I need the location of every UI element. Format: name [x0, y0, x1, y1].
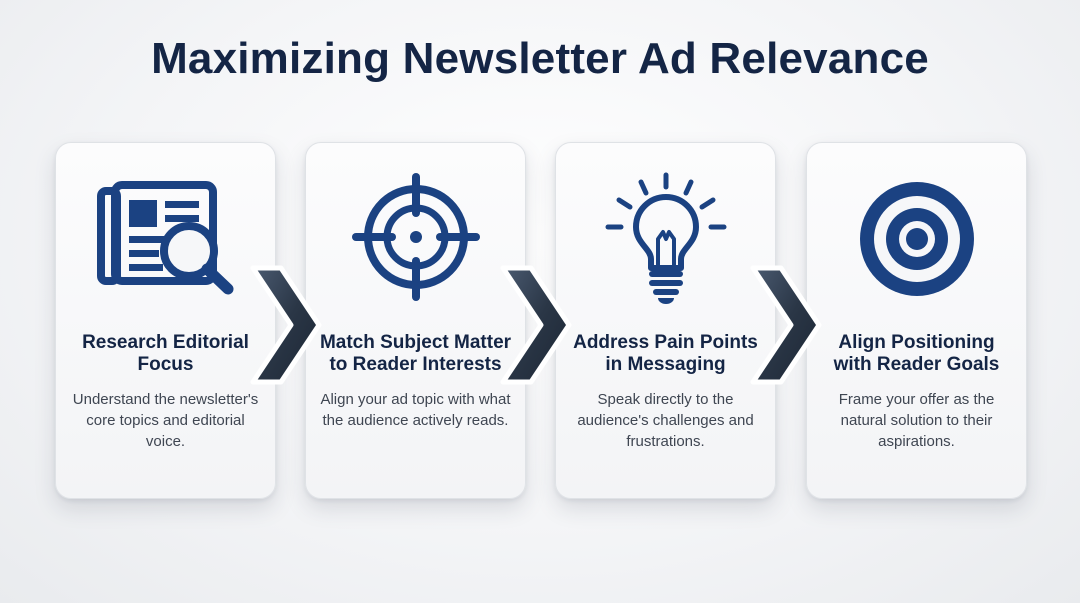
step-description: Speak directly to the audience's challen…	[577, 391, 754, 450]
step-description: Align your ad topic with what the audien…	[320, 391, 511, 429]
step-card-research: Research Editorial Focus Understand the …	[55, 142, 276, 499]
step-title: Match Subject Matter to Reader Interests	[319, 332, 512, 375]
step-description: Frame your offer as the natural solution…	[838, 391, 995, 450]
step-title: Research Editorial Focus	[82, 332, 249, 375]
step-card-positioning: Align Positioning with Reader Goals Fram…	[806, 142, 1027, 499]
step-card-match: Match Subject Matter to Reader Interests…	[305, 142, 526, 499]
chevron-right-icon	[500, 265, 572, 385]
page-title: Maximizing Newsletter Ad Relevance	[151, 34, 929, 83]
lightbulb-icon	[556, 169, 775, 309]
newspaper-magnifier-icon	[56, 169, 275, 309]
chevron-right-icon	[750, 265, 822, 385]
target-icon	[807, 169, 1026, 309]
step-title: Address Pain Points in Messaging	[573, 332, 758, 375]
step-title: Align Positioning with Reader Goals	[833, 332, 1000, 375]
chevron-right-icon	[250, 265, 322, 385]
step-card-pain-points: Address Pain Points in Messaging Speak d…	[555, 142, 776, 499]
crosshair-icon	[306, 169, 525, 309]
step-description: Understand the newsletter's core topics …	[72, 391, 259, 450]
